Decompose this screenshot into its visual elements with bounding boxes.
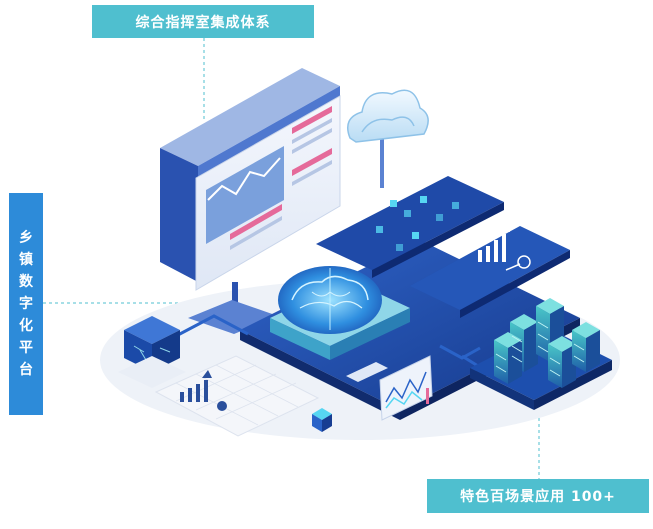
bar-chart-floor-icon — [154, 355, 320, 437]
label-left-text: 乡镇数字化平台 — [19, 230, 33, 378]
ai-brain-chip-icon — [270, 266, 410, 360]
connector-lines — [43, 38, 540, 479]
small-card — [346, 362, 388, 382]
label-command-room-system: 综合指挥室集成体系 — [92, 5, 314, 38]
small-cube-icon — [312, 408, 332, 432]
label-featured-scenario-apps: 特色百场景应用 100+ — [427, 479, 649, 513]
bar-chart-panel-icon — [410, 224, 570, 318]
label-township-digital-platform: 乡镇数字化平台 — [9, 193, 43, 415]
data-cube-icon — [118, 316, 186, 388]
analytics-tile-icon — [316, 176, 504, 278]
monitor-window-icon — [160, 68, 341, 334]
cloud-icon — [347, 89, 429, 188]
server-rack-icon — [470, 298, 612, 410]
line-chart-card-icon — [379, 355, 433, 421]
